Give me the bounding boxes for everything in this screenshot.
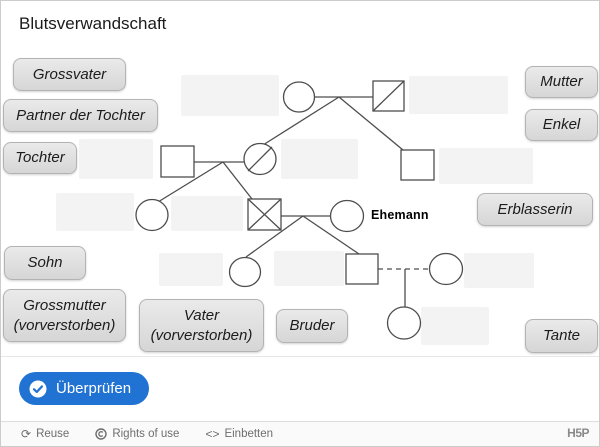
drag-label-grossvater[interactable]: Grossvater	[13, 58, 126, 91]
deceased-slash	[372, 80, 405, 112]
pedigree-circle-female-deceased	[243, 142, 277, 176]
drag-label-tochter[interactable]: Tochter	[3, 142, 77, 174]
reuse-icon: ⟳	[21, 427, 32, 441]
drop-zone-2[interactable]	[409, 76, 508, 114]
pedigree-circle-female	[135, 198, 169, 232]
check-button[interactable]: Überprüfen	[19, 372, 150, 405]
drop-zone-11[interactable]	[421, 307, 489, 345]
drop-zone-8[interactable]	[159, 253, 223, 286]
drag-label-grossmutter-vorverstorben[interactable]: Grossmutter (vorverstorben)	[3, 289, 126, 342]
drop-zone-3[interactable]	[281, 139, 358, 179]
drop-zone-4[interactable]	[79, 139, 153, 179]
h5p-logo[interactable]: H5P	[567, 426, 589, 440]
pedigree-stage: Ehemann Grossvater Partner der Tochter T…	[1, 1, 599, 357]
pedigree-circle-female	[228, 256, 262, 288]
pedigree-square-crossed-deceased	[247, 198, 282, 231]
embed-code-icon: <>	[205, 427, 220, 441]
drop-zone-10[interactable]	[464, 253, 534, 288]
drop-zone-5[interactable]	[439, 148, 533, 184]
pedigree-circle-female	[282, 81, 316, 113]
drop-zone-6[interactable]	[56, 193, 134, 231]
h5p-footer: ⟳ Reuse Rights of use <> Einbetten H5P	[1, 421, 599, 446]
footer-embed-label: Einbetten	[224, 428, 274, 440]
drag-label-bruder[interactable]: Bruder	[276, 309, 348, 343]
footer-rights-of-use[interactable]: Rights of use	[95, 428, 179, 440]
descent-line	[222, 161, 253, 200]
drag-label-mutter[interactable]: Mutter	[525, 66, 598, 98]
drop-zone-7[interactable]	[171, 196, 243, 231]
pedigree-square-male-deceased	[372, 80, 405, 112]
stage-separator	[1, 356, 599, 357]
drag-label-erblasserin[interactable]: Erblasserin	[477, 193, 593, 226]
drag-label-tante[interactable]: Tante	[525, 319, 598, 353]
footer-embed[interactable]: <> Einbetten	[205, 427, 273, 441]
check-button-label: Überprüfen	[56, 380, 132, 397]
drag-label-vater-vorverstorben[interactable]: Vater (vorverstorben)	[139, 299, 264, 352]
pedigree-square-male	[160, 145, 195, 178]
deceased-cross	[247, 198, 282, 231]
check-circle-icon	[29, 380, 47, 397]
footer-reuse-label: Reuse	[36, 428, 70, 440]
pedigree-circle-spouse	[329, 199, 365, 233]
deceased-slash	[247, 146, 273, 172]
pedigree-square-male	[400, 149, 435, 181]
footer-rights-label: Rights of use	[112, 428, 180, 440]
deceased-cross	[247, 198, 282, 231]
drag-label-enkel[interactable]: Enkel	[525, 109, 598, 141]
descent-line	[302, 215, 360, 255]
ehemann-label: Ehemann	[371, 208, 429, 222]
page-title: Blutsverwandschaft	[19, 14, 167, 33]
pedigree-circle-female	[386, 306, 422, 340]
drag-label-partner-der-tochter[interactable]: Partner der Tochter	[3, 99, 158, 132]
footer-reuse[interactable]: ⟳ Reuse	[21, 427, 69, 441]
drop-zone-9[interactable]	[274, 251, 344, 286]
pedigree-square-male	[345, 253, 379, 285]
pedigree-circle-female	[428, 252, 464, 286]
rights-of-use-icon	[95, 428, 108, 440]
drop-zone-1[interactable]	[181, 75, 279, 116]
drag-label-sohn[interactable]: Sohn	[4, 246, 86, 280]
